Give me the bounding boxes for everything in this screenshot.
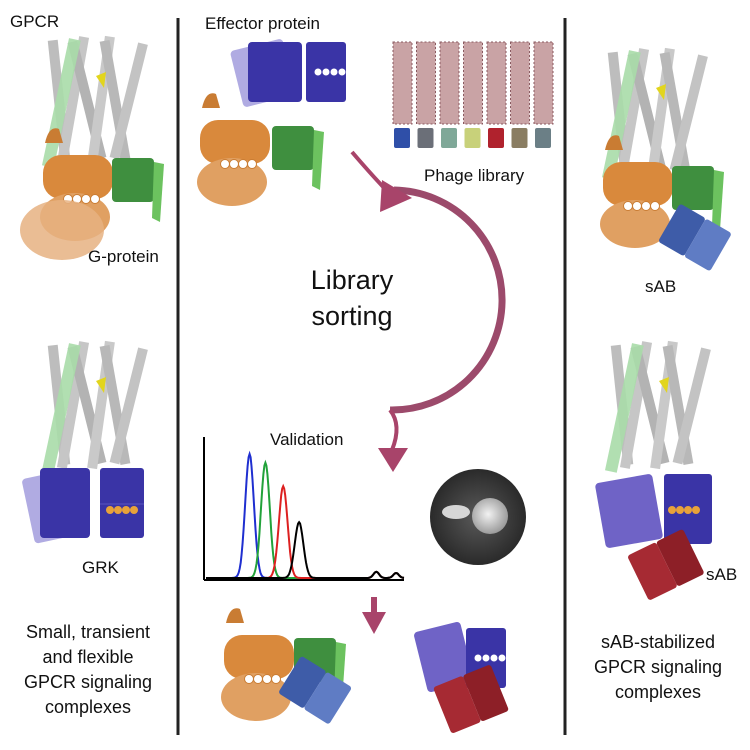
phage-particle (486, 41, 507, 125)
phage-library (392, 41, 554, 148)
phage-particle (416, 41, 436, 125)
left-caption-line-4: complexes (44, 697, 132, 717)
sec-trace-3 (206, 483, 405, 579)
phage-displayed-sab (441, 128, 457, 148)
right-caption-line-1: sAB-stabilized (600, 632, 716, 652)
gpcr-grk-complex (20, 340, 148, 545)
sec-chart (203, 437, 405, 581)
stabilized-g-protein-module (220, 607, 353, 725)
phage-displayed-sab (464, 128, 481, 148)
phage-particle (510, 41, 530, 125)
validation-label: Validation (270, 430, 344, 449)
phage-displayed-sab (511, 128, 528, 148)
left-caption-line-1: Small, transient (25, 622, 151, 642)
left-caption: Small, transient and flexible GPCR signa… (2, 620, 174, 720)
phage-particle (463, 41, 483, 125)
phage-particle (439, 41, 460, 125)
phage-displayed-sab (535, 128, 551, 148)
phage-displayed-sab (488, 128, 504, 148)
result-arrow (362, 597, 386, 634)
phage-label: Phage library (424, 166, 525, 185)
sorting-cycle (350, 150, 506, 472)
phage-displayed-sab (394, 128, 410, 148)
sorting-title: Library sorting (284, 262, 420, 334)
right-caption-line-2: GPCR signaling (593, 657, 723, 677)
left-caption-line-3: GPCR signaling (23, 672, 153, 692)
left-caption-line-2: and flexible (42, 647, 134, 667)
gpcr-label: GPCR (10, 12, 60, 31)
phage-particle (392, 41, 413, 125)
sec-trace-4 (206, 520, 405, 579)
sab-g-protein-complex (599, 47, 732, 272)
sab-grk-complex (595, 340, 712, 601)
gpcr-g-protein-complex (20, 35, 164, 260)
right-caption: sAB-stabilized GPCR signaling complexes (572, 630, 744, 705)
sab-label-top: sAB (645, 277, 677, 296)
effector-grk-module (230, 39, 346, 107)
phage-displayed-sab (417, 128, 434, 148)
stabilized-grk-module (414, 621, 510, 734)
effector-label: Effector protein (205, 14, 320, 33)
effector-g-protein-module (196, 92, 324, 207)
phage-particle (533, 41, 554, 125)
sorting-title-line-2: sorting (311, 301, 393, 331)
em-class-average (430, 469, 526, 565)
sorting-title-line-1: Library (310, 265, 394, 295)
right-caption-line-3: complexes (614, 682, 702, 702)
sab-label-bottom: sAB (706, 565, 738, 584)
g-protein-label: G-protein (88, 247, 159, 266)
grk-label: GRK (82, 558, 119, 577)
